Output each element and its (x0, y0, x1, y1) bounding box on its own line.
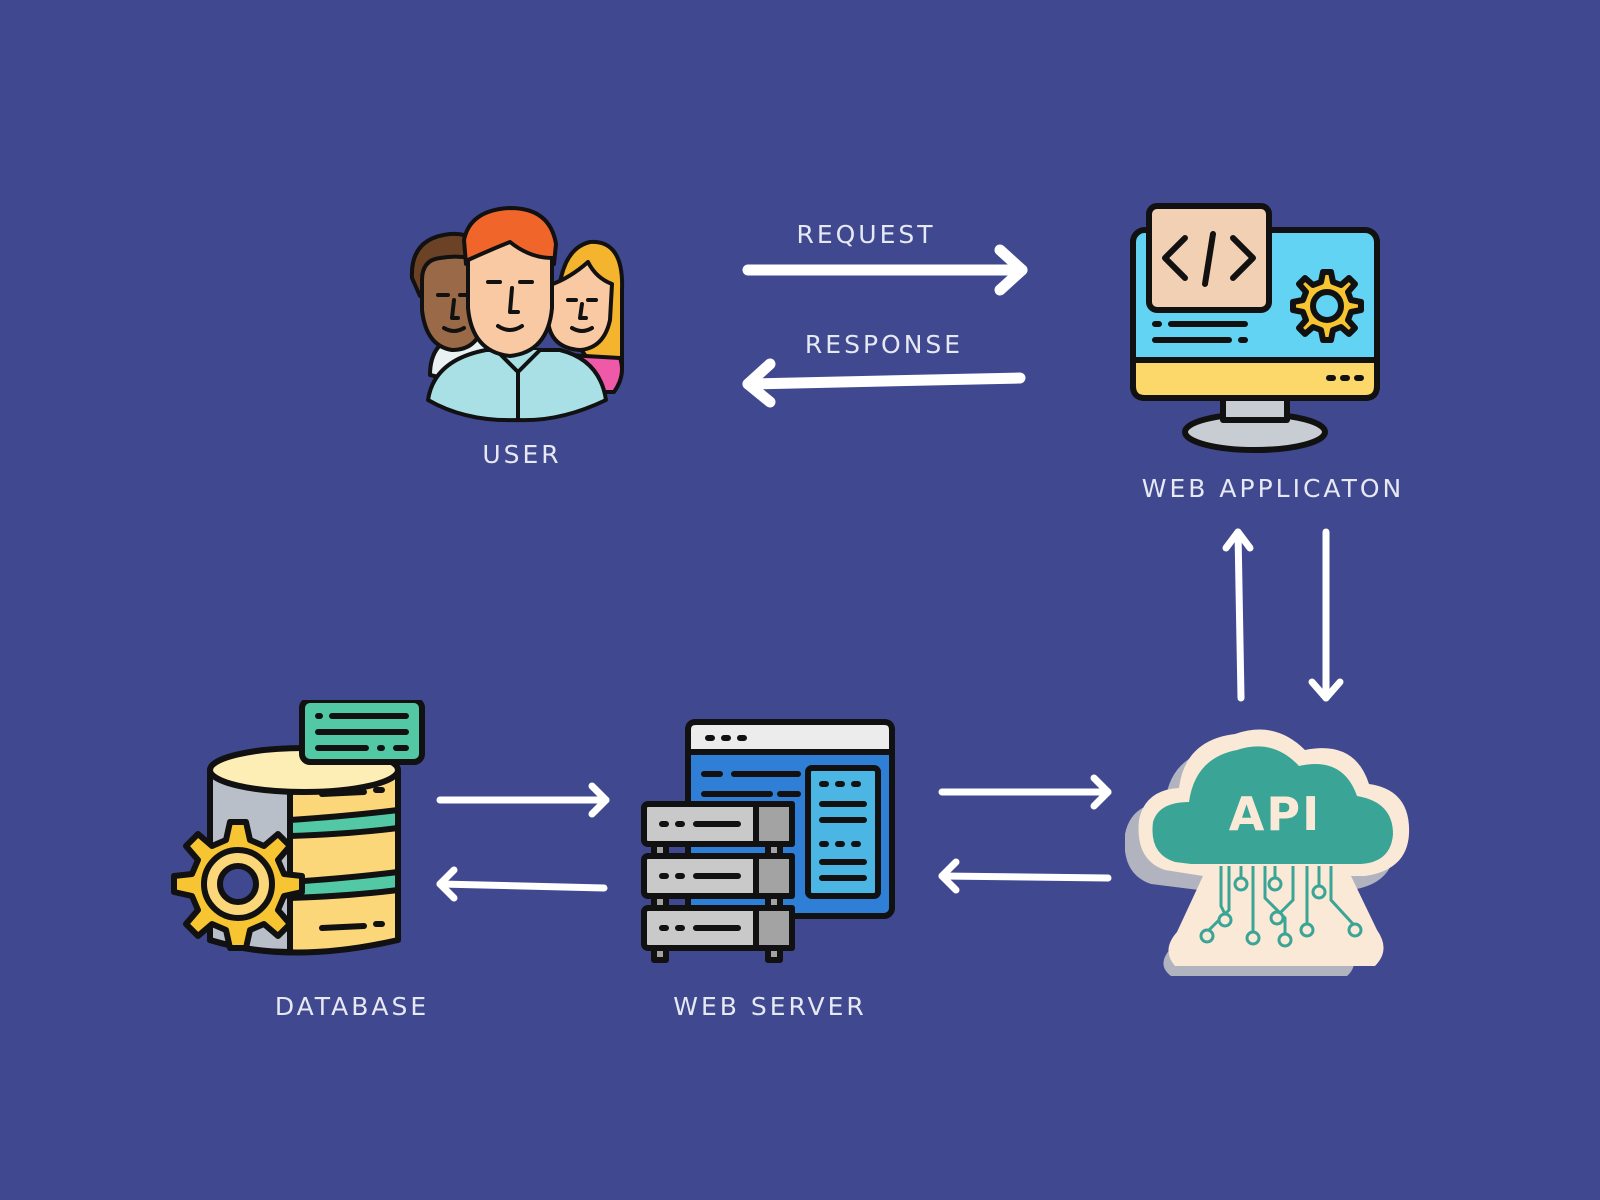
web-app-node (1125, 200, 1385, 460)
webapp-to-api-arrow (1308, 528, 1344, 702)
database-gear-icon (171, 697, 425, 956)
user-label: USER (482, 440, 562, 469)
api-to-webserver-arrow (938, 858, 1112, 894)
request-label: REQUEST (796, 220, 936, 249)
webserver-to-api-arrow (938, 774, 1112, 810)
database-node (170, 697, 440, 970)
response-arrow (742, 358, 1026, 408)
api-node[interactable]: API (1124, 710, 1425, 1010)
webserver-to-database-arrow (436, 866, 608, 902)
database-label: DATABASE (274, 992, 430, 1021)
database-to-webserver-arrow (436, 782, 610, 818)
request-arrow (742, 244, 1028, 296)
response-label: RESPONSE (804, 330, 964, 359)
api-text: API (1229, 787, 1321, 841)
api-cloud-icon: API (1124, 729, 1410, 976)
web-server-label: WEB SERVER (673, 992, 867, 1021)
monitor-code-gear-icon (1130, 203, 1380, 453)
api-to-webapp-arrow (1222, 528, 1254, 702)
server-rack-icon (641, 719, 895, 963)
web-server-node (638, 716, 898, 966)
web-app-label: WEB APPLICATON (1141, 474, 1405, 503)
users-group-icon (409, 206, 625, 423)
user-node (400, 200, 640, 425)
